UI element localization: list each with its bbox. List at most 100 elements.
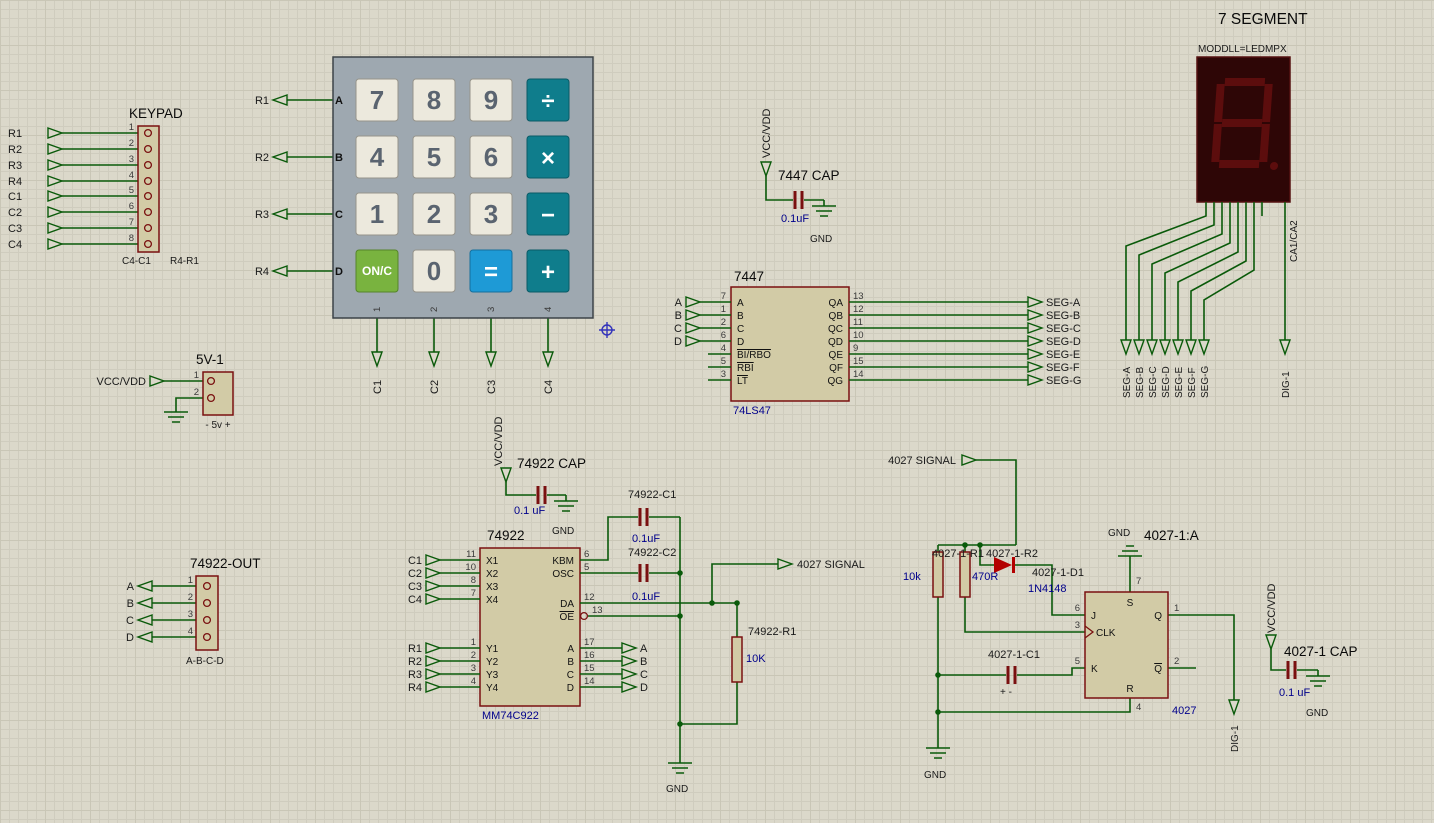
key-6[interactable]: [469, 135, 513, 179]
ground-icon: [1305, 669, 1331, 687]
key-label: 3: [484, 199, 498, 229]
connector-body[interactable]: [202, 371, 234, 416]
key-5[interactable]: [412, 135, 456, 179]
ic-body[interactable]: [1084, 591, 1169, 699]
ic-4027-section[interactable]: 4027 SIGNAL 4027-1-R1 10k 4027-1-R2 470R…: [888, 454, 1358, 781]
connector-body[interactable]: [195, 575, 219, 651]
gnd-label: GND: [552, 526, 574, 537]
net-label: C1: [372, 380, 384, 394]
pin-name: C: [737, 324, 744, 335]
key-2[interactable]: [412, 192, 456, 236]
inverter-bubble: [579, 611, 589, 621]
pin-number: 3: [129, 154, 134, 165]
key-plus[interactable]: [526, 249, 570, 293]
connector-body[interactable]: [137, 125, 160, 253]
keypad-connector[interactable]: KEYPAD R1 R2 R3 R4 C1 C2 C3 C4 1 2 3 4 5…: [8, 106, 199, 267]
pin-number: 4: [721, 343, 726, 354]
key-1[interactable]: [355, 192, 399, 236]
out-connector[interactable]: 74922-OUT A B C D 1 2 3 4 A-B-C-D: [126, 556, 261, 667]
capacitor-icon[interactable]: [638, 562, 649, 584]
power-title: 5V-1: [196, 352, 224, 367]
key-0[interactable]: [412, 249, 456, 293]
arrow-left-icon: [272, 265, 288, 277]
pin: [143, 160, 153, 170]
pin-name: X4: [486, 595, 499, 606]
net-label: R4: [255, 266, 269, 278]
net-label: C3: [486, 380, 498, 394]
pin-number: 3: [471, 663, 476, 674]
pin-number: 5: [721, 356, 726, 367]
arrow-left-icon: [137, 631, 153, 643]
arrow-down-icon: [428, 351, 440, 367]
key-7[interactable]: [355, 78, 399, 122]
key-8[interactable]: [412, 78, 456, 122]
net-label: B: [127, 598, 134, 610]
arrow-left-icon: [137, 597, 153, 609]
key-label: =: [484, 259, 498, 286]
gnd-label: GND: [666, 784, 688, 795]
capacitor-icon[interactable]: [536, 484, 547, 506]
net-label: VCC/VDD: [96, 376, 146, 388]
key-multiply[interactable]: [526, 135, 570, 179]
ic-7447[interactable]: 7447 74LS47 A B C D 7 1 2 6 4 5 3 A B C …: [674, 269, 1081, 417]
net-label: C1: [408, 555, 422, 567]
pin-number: 13: [592, 605, 603, 616]
resistor-body[interactable]: [959, 551, 971, 598]
ic-74922[interactable]: 74922 MM74C922 C1 C2 C3 C4 R1 R2 R3 R4 1…: [408, 489, 865, 795]
net-label: SEG-F: [1187, 367, 1198, 398]
net-label: C1: [8, 191, 22, 203]
col-number: 3: [486, 307, 497, 312]
ic-title: 4027-1:A: [1144, 528, 1199, 543]
arrow-left-icon: [137, 580, 153, 592]
arrow-right-icon: [1027, 348, 1043, 360]
capacitor-icon[interactable]: [1006, 664, 1017, 686]
net-label: R3: [255, 209, 269, 221]
ic-body[interactable]: [730, 286, 850, 402]
pin-number: 2: [721, 317, 726, 328]
cap-74922[interactable]: VCC/VDD 74922 CAP 0.1 uF GND: [493, 416, 586, 537]
capacitor-icon[interactable]: [793, 189, 804, 211]
pin-number: 7: [1136, 576, 1141, 587]
pin-number: 8: [129, 233, 134, 244]
net-label: C2: [8, 207, 22, 219]
pin: [143, 207, 153, 217]
capacitor-icon[interactable]: [638, 506, 649, 528]
key-minus[interactable]: [526, 192, 570, 236]
pin-name: C: [567, 670, 574, 681]
key-onc[interactable]: [355, 249, 399, 293]
pin-number: 2: [188, 592, 193, 603]
capacitor-icon[interactable]: [1286, 659, 1297, 681]
key-divide[interactable]: [526, 78, 570, 122]
resistor-body[interactable]: [731, 636, 743, 683]
key-label: 1: [370, 199, 384, 229]
ic-title: 7447: [734, 269, 764, 284]
key-label: ÷: [541, 88, 554, 115]
net-label: C3: [8, 223, 22, 235]
seven-segment-display[interactable]: 7 SEGMENT MODDLL=LEDMPX SEG-A SEG-B SEG-…: [1120, 11, 1308, 398]
pin-number: 10: [853, 330, 864, 341]
arrow-down-icon: [1120, 339, 1132, 355]
arrow-right-icon: [425, 668, 441, 680]
key-3[interactable]: [469, 192, 513, 236]
arrow-right-icon: [685, 309, 701, 321]
power-connector-5v[interactable]: 5V-1 VCC/VDD 1 2 - 5v +: [96, 352, 234, 431]
key-equals[interactable]: [469, 249, 513, 293]
pin-name: D: [567, 683, 574, 694]
resistor-body[interactable]: [932, 551, 944, 598]
ic-body[interactable]: [479, 547, 581, 707]
net-label: SEG-E: [1046, 349, 1080, 361]
pin-number: 15: [584, 663, 595, 674]
cap-7447[interactable]: VCC/VDD 7447 CAP 0.1uF GND: [760, 108, 840, 245]
key-4[interactable]: [355, 135, 399, 179]
pin-number: 5: [1075, 656, 1080, 667]
net-label: R4: [8, 176, 22, 188]
pin-name: Y4: [486, 683, 499, 694]
arrow-right-icon: [1027, 296, 1043, 308]
pin-name: Y3: [486, 670, 499, 681]
net-label: C4: [408, 594, 422, 606]
cap-value: 0.1uF: [632, 591, 660, 603]
diode-icon[interactable]: [994, 557, 1012, 573]
key-9[interactable]: [469, 78, 513, 122]
calculator-keypad[interactable]: R1 R2 R3 R4 A B C D 7 8 9 ÷ 4 5 6 × 1 2 …: [255, 56, 594, 394]
